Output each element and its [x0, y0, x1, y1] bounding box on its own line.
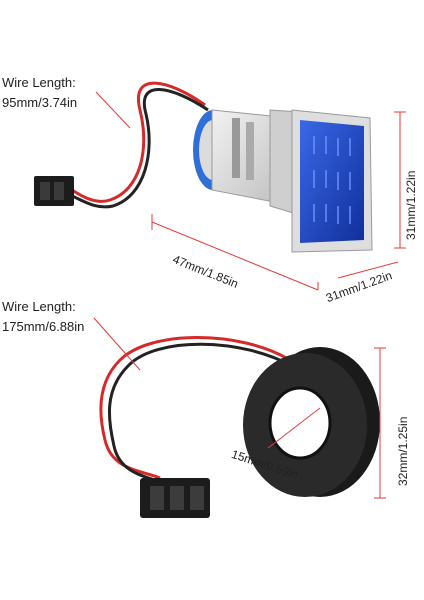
bottom-height-dimension: 32mm/1.25in — [396, 416, 410, 486]
top-wire-pair — [71, 81, 209, 209]
ct-ring — [243, 347, 380, 497]
bottom-connector — [140, 478, 210, 518]
top-wire-value: 95mm/3.74in — [2, 95, 78, 110]
top-connector — [34, 176, 74, 206]
bottom-wire-pair — [99, 336, 293, 486]
bottom-dim-lines — [93, 317, 386, 499]
meter-bezel — [291, 109, 373, 253]
meter-body — [193, 109, 301, 216]
bottom-wire-value: 175mm/6.88in — [2, 319, 85, 334]
bottom-wire-label: Wire Length: — [2, 299, 76, 314]
top-height-dimension: 31mm/1.22in — [404, 170, 418, 240]
top-wire-label: Wire Length: — [2, 75, 76, 90]
top-dim-lines — [95, 91, 406, 291]
